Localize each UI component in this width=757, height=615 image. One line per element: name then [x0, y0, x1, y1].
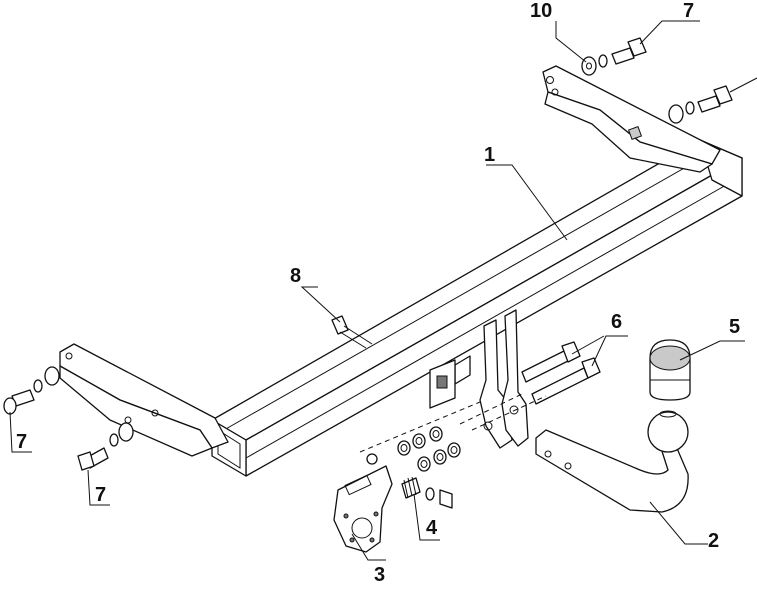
callout-8: 8 [290, 265, 301, 287]
spring-bolt-4 [401, 476, 453, 509]
ball-cover-5 [649, 339, 691, 401]
socket-plate [333, 465, 393, 553]
left-side-bracket [59, 343, 229, 457]
callout-2: 2 [708, 530, 719, 552]
callout-4: 4 [426, 517, 438, 539]
callout-5: 5 [729, 316, 740, 338]
callout-3: 3 [374, 564, 385, 586]
nut-washer-stack [359, 401, 481, 472]
callout-7-top: 7 [683, 0, 694, 22]
leader-lines [9, 20, 745, 561]
callout-7-bottom: 7 [95, 484, 106, 506]
bolt-8 [331, 315, 373, 349]
cross-beam [211, 139, 743, 477]
left-fasteners [3, 366, 134, 471]
callout-1: 1 [484, 144, 495, 166]
bolt-set-6 [459, 341, 601, 431]
top-right-fasteners [581, 37, 757, 124]
callout-10: 10 [530, 0, 552, 22]
callout-labels: 1 2 3 4 5 6 7 7 7 8 10 [16, 0, 740, 586]
callout-6: 6 [611, 311, 622, 333]
ball-mount-bracket [429, 309, 529, 449]
tow-hook-2 [535, 410, 689, 513]
callout-7-left: 7 [16, 431, 27, 453]
right-side-bracket [542, 65, 721, 173]
